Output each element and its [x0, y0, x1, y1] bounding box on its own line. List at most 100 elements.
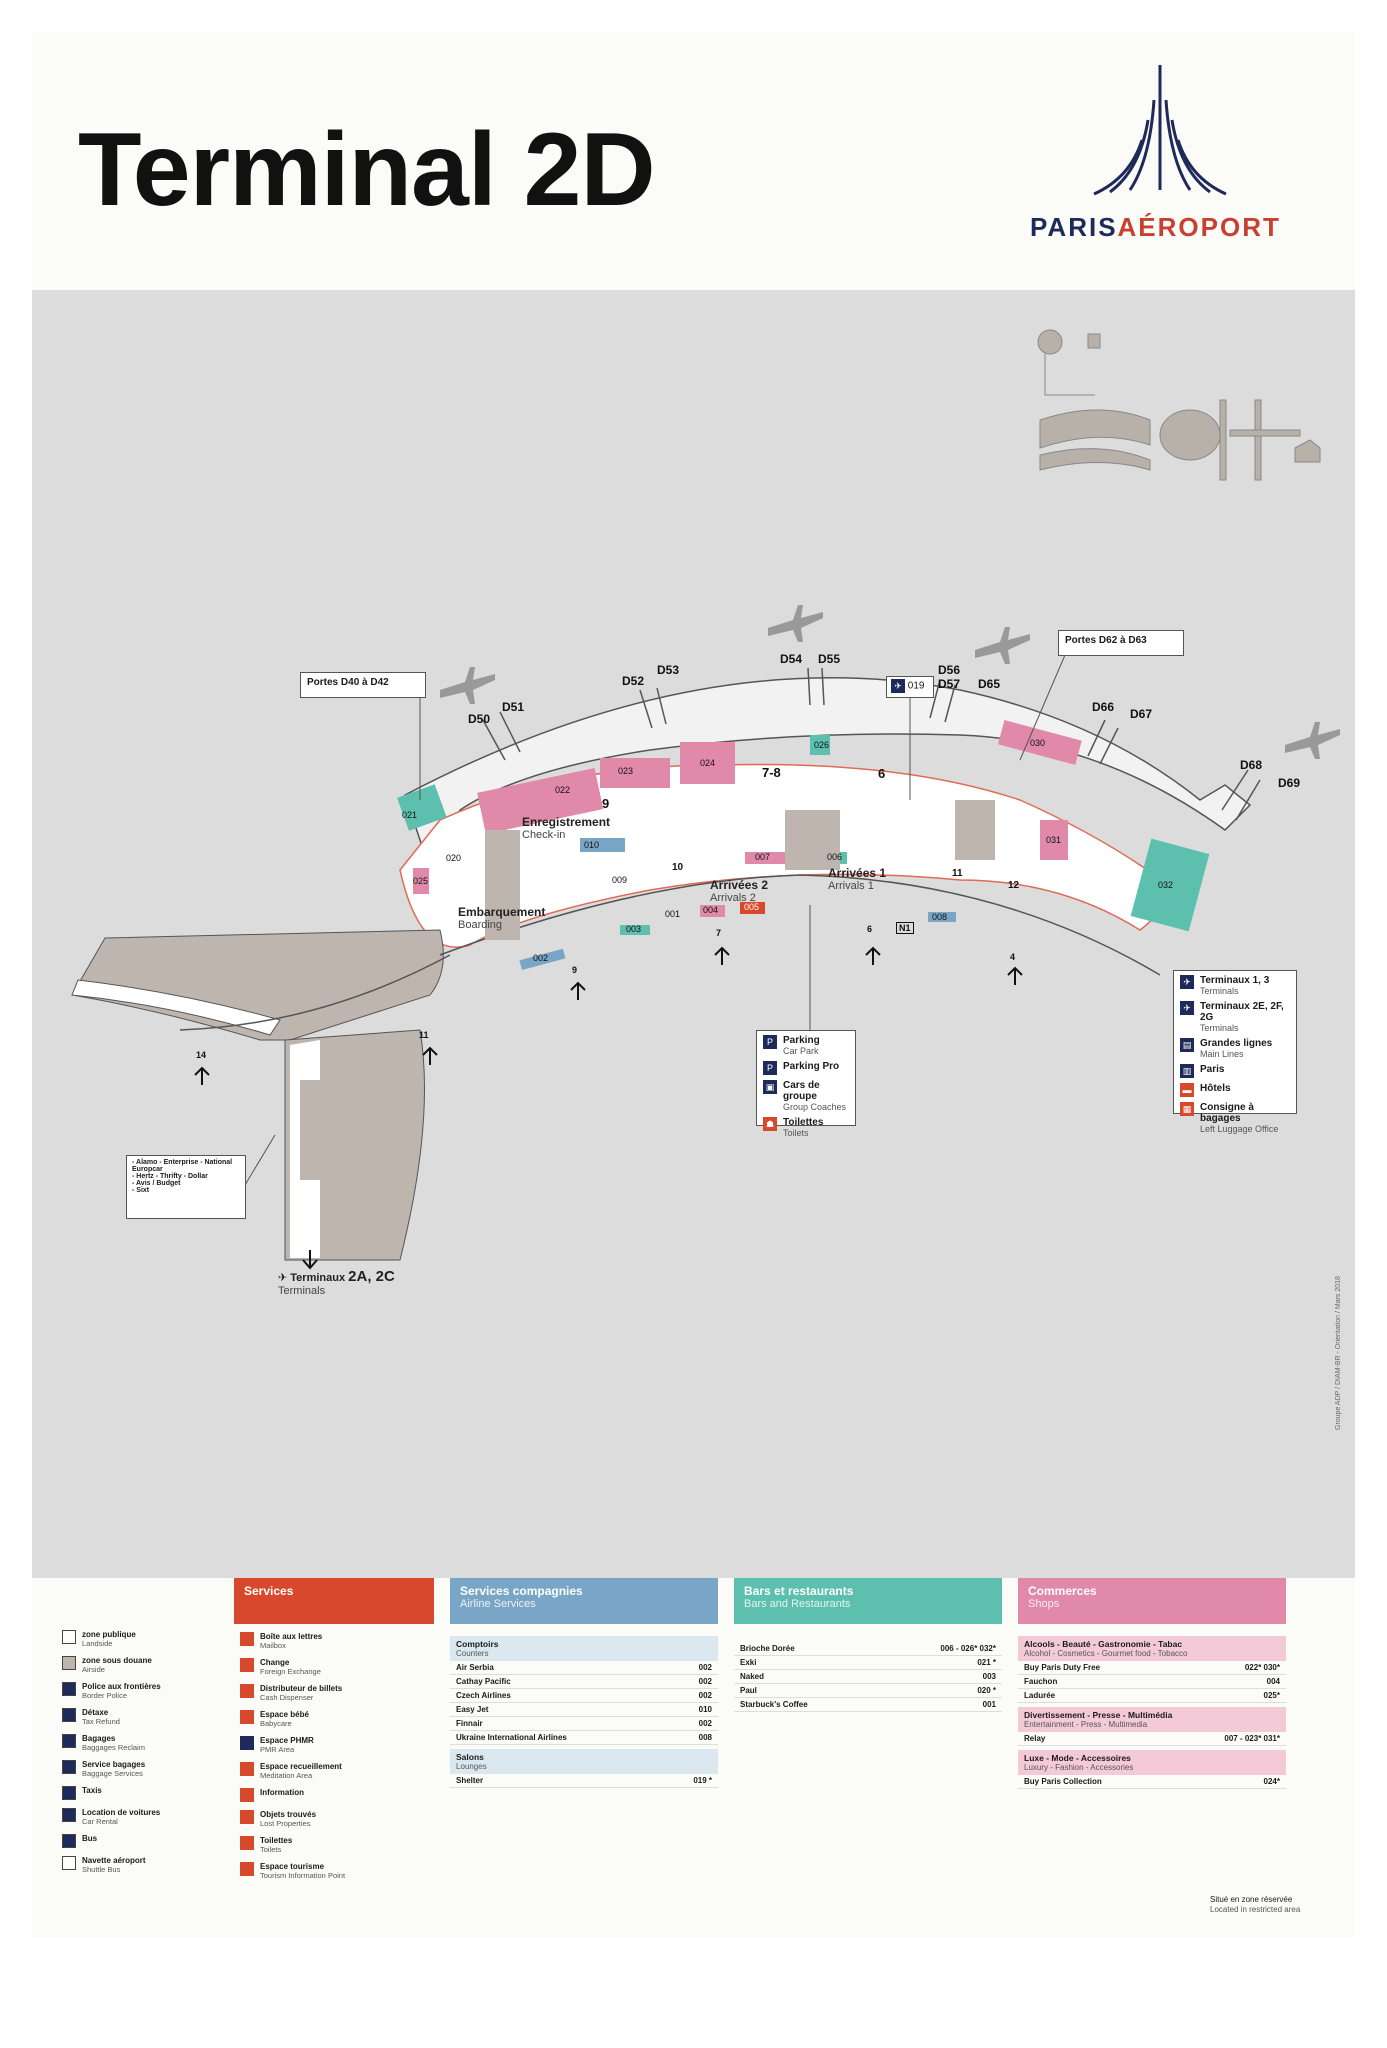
- door-number: 4: [1010, 952, 1016, 962]
- gate-label: D65: [978, 677, 1001, 691]
- zone-code: 002: [533, 953, 549, 963]
- zone-008: [928, 912, 956, 922]
- zone-002: [519, 948, 566, 971]
- callout-gates-d40-d42: Portes D40 à D42: [300, 672, 426, 698]
- lounge-icon: ✈: [891, 679, 905, 693]
- car-rental-icon: [62, 1808, 76, 1822]
- lounge-badge: ✈ 019: [886, 676, 934, 698]
- rer-icon: ▥: [1180, 1064, 1194, 1078]
- terminals-2a-2c: ✈ Terminaux 2A, 2C Terminals: [278, 1268, 395, 1297]
- taxi-icon: [62, 1786, 76, 1800]
- zone-code: 023: [618, 766, 634, 776]
- info-icon: [240, 1788, 254, 1802]
- gate-label: D68: [1240, 758, 1263, 772]
- gate-label: D69: [1278, 776, 1301, 790]
- curbside-road: [439, 874, 1161, 976]
- bus-icon: [62, 1834, 76, 1848]
- zone-031: [1040, 820, 1068, 860]
- atm-icon: [240, 1684, 254, 1698]
- zone-023: [600, 758, 670, 788]
- zone-code: 031: [1046, 835, 1062, 845]
- plane-icon: ✈: [1180, 1001, 1194, 1015]
- page-title: Terminal 2D: [78, 112, 656, 228]
- checkin-number: 9: [602, 796, 610, 811]
- zone-code: 006: [827, 852, 843, 862]
- zone-code: 030: [1030, 738, 1046, 748]
- door-number: 9: [572, 965, 578, 975]
- checkin-number: 7-8: [762, 765, 781, 780]
- zone-code: 026: [814, 740, 830, 750]
- zone-code: 008: [932, 912, 948, 922]
- mailbox-icon: [240, 1632, 254, 1646]
- left-wing: [71, 929, 444, 1041]
- plane-icon: [440, 667, 495, 704]
- toilets-icon: [240, 1836, 254, 1850]
- zone-code: 007: [755, 852, 771, 862]
- checkin-number: 11: [952, 868, 963, 879]
- parking-icon: P: [763, 1035, 777, 1049]
- train-icon: ▤: [1180, 1038, 1194, 1052]
- zone-007: [745, 852, 785, 864]
- paris-aeroport-logo-icon: [1093, 65, 1227, 196]
- zone-code: 001: [665, 909, 681, 919]
- checkin-number: 10: [672, 862, 684, 873]
- zone-005: [740, 902, 765, 914]
- door-number: 7: [716, 928, 722, 938]
- gate-label: D51: [502, 700, 525, 714]
- zone-code: 024: [700, 758, 716, 768]
- zone-code: 020: [446, 853, 462, 863]
- gate-label: D50: [468, 712, 491, 726]
- zone-010: [580, 838, 625, 852]
- zone-code: 003: [626, 924, 642, 934]
- coach-icon: ▣: [763, 1080, 777, 1094]
- overview-inset: [1037, 329, 1321, 481]
- zone-code: 009: [612, 875, 628, 885]
- tourism-icon: [240, 1862, 254, 1876]
- gate-label: D55: [818, 652, 841, 666]
- tax-refund-icon: [62, 1708, 76, 1722]
- pmr-icon: [240, 1736, 254, 1750]
- door-number: 14: [196, 1050, 207, 1060]
- shuttle-icon: [62, 1856, 76, 1870]
- zone-code: 005: [744, 902, 760, 912]
- zone-004: [700, 905, 725, 917]
- zone-code: 021: [402, 810, 418, 820]
- airside-pier: [404, 677, 1252, 872]
- luggage-icon: ▦: [1180, 1102, 1194, 1116]
- checkin-number: 12: [1008, 880, 1020, 891]
- baggage-service-icon: [62, 1760, 76, 1774]
- meditation-icon: [240, 1762, 254, 1776]
- logo-wordmark: PARISAÉROPORT: [1030, 212, 1281, 242]
- terminal-map: [71, 329, 1340, 1270]
- zone-021: [397, 784, 447, 831]
- zone-025: [413, 868, 429, 894]
- zone-032: [1130, 838, 1210, 932]
- door-number: 6: [867, 924, 873, 934]
- zone-code: 022: [555, 785, 571, 795]
- checkin-number: 6: [878, 766, 886, 781]
- baggage-icon: [62, 1734, 76, 1748]
- plane-icon: [768, 605, 823, 642]
- zone-026: [810, 735, 830, 755]
- babycare-icon: [240, 1710, 254, 1724]
- gate-label: D56: [938, 663, 961, 677]
- plane-icon: [975, 627, 1030, 664]
- credit-line: Groupe ADP / DIAM-BR - Orientation / Mar…: [1335, 1276, 1342, 1430]
- toilets-icon: ☗: [763, 1117, 777, 1131]
- zone-code: 032: [1158, 880, 1174, 890]
- zone-022: [477, 767, 604, 834]
- exchange-icon: [240, 1658, 254, 1672]
- shuttle-badge: N1: [896, 922, 914, 934]
- plane-icon: ✈: [1180, 975, 1194, 989]
